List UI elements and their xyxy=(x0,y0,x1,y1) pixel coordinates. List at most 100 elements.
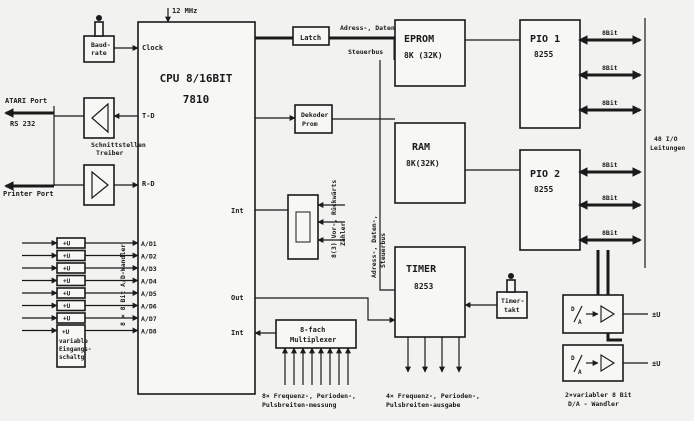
cpu-box xyxy=(137,21,256,395)
da2-label-d: D xyxy=(571,355,575,362)
da1-label-a: A xyxy=(578,319,582,326)
ram-size: 8K(32K) xyxy=(406,159,440,168)
pio1-title: PIO 1 xyxy=(530,34,560,45)
counter-box xyxy=(287,194,319,260)
analog-input-box xyxy=(56,237,86,249)
timer-takt-connector xyxy=(506,279,516,293)
analog-input-label: +U xyxy=(63,253,71,260)
analog-input-label: +U xyxy=(63,303,71,310)
adc-pin-label: A/D6 xyxy=(141,303,157,311)
pio1-model: 8255 xyxy=(534,50,553,59)
driver-rx-box xyxy=(83,164,115,206)
baudrate-box xyxy=(83,35,115,63)
cpu-out-to-timer xyxy=(255,297,396,323)
eprom-size: 8K (32K) xyxy=(404,51,443,60)
variable-input-box xyxy=(56,324,86,368)
cpu-pin-int2: Int xyxy=(231,329,244,337)
cpu-pin-txd: T-D xyxy=(142,112,155,120)
adc-pin-label: A/D3 xyxy=(141,265,157,273)
analog-input-label: +U xyxy=(63,278,71,285)
eprom-box xyxy=(394,19,466,87)
da2-divider xyxy=(573,354,583,373)
baudrate-connector xyxy=(94,21,104,37)
da2-label-a: A xyxy=(578,369,582,376)
da1-output-label: ±U xyxy=(652,311,660,319)
rs232-label: RS 232 xyxy=(10,120,35,128)
adc-label: 8 × 8 Bit A/D-Wandler xyxy=(119,244,127,326)
da2-amp xyxy=(600,354,616,372)
adc-pin-label: A/D2 xyxy=(141,253,157,261)
analog-input-box xyxy=(56,274,86,287)
bit-label: 8Bit xyxy=(602,29,618,37)
baudrate-label: Baud-rate xyxy=(91,41,111,57)
bit-label: 8Bit xyxy=(602,161,618,169)
timer-takt-knob xyxy=(508,273,514,279)
driver-tx-symbol xyxy=(91,102,109,134)
cpu-pin-rxd: R-D xyxy=(142,180,155,188)
driver-rx-symbol xyxy=(91,170,109,200)
pio2-model: 8255 xyxy=(534,185,553,194)
cpu-model: 7810 xyxy=(183,93,210,106)
ram-box xyxy=(394,122,466,204)
analog-input-box xyxy=(56,312,86,324)
timer-model: 8253 xyxy=(414,282,433,291)
da2-output-label: ±U xyxy=(652,360,660,368)
adc-pin-label: A/D1 xyxy=(141,240,157,248)
address-bus-mid-line xyxy=(379,60,395,291)
pio2-to-da2-bus xyxy=(606,250,622,342)
timer-outputs xyxy=(405,337,462,373)
decoder-box xyxy=(294,104,333,134)
atari-port-label: ATARI Port xyxy=(5,97,47,105)
timer-box xyxy=(394,246,466,338)
driver-tx-box xyxy=(83,97,115,139)
timer-takt-box xyxy=(496,291,528,319)
analog-input-label: +U xyxy=(63,291,71,298)
bit-label: 8Bit xyxy=(602,64,618,72)
latch-box xyxy=(292,26,330,46)
cpu-pin-int1: Int xyxy=(231,207,244,215)
analog-input-box xyxy=(56,287,86,299)
mux-caption: 8× Frequenz-, Perioden-,Pulsbreiten-mess… xyxy=(262,392,356,409)
timer-takt-label: Timer-takt xyxy=(501,297,524,314)
adc-pin-label: A/D4 xyxy=(141,278,157,286)
printer-port-label: Printer Port xyxy=(3,190,54,198)
da1-label-d: D xyxy=(571,306,575,313)
adc-pin-label: A/D5 xyxy=(141,290,157,298)
analog-input-label: +U xyxy=(63,266,71,273)
timer-caption: 4× Frequenz-, Perioden-,Pulsbreiten-ausg… xyxy=(386,392,480,409)
baudrate-knob xyxy=(96,15,102,21)
da1-divider xyxy=(573,305,583,323)
cpu-pin-clock: Clock xyxy=(142,44,164,52)
mux-box xyxy=(275,319,357,349)
counter-symbol xyxy=(295,211,311,243)
address-bus-mid-label: Adress-, Daten-,Steuerbus xyxy=(370,215,387,278)
da1-amp xyxy=(600,305,616,323)
bit-label: 8Bit xyxy=(602,194,618,202)
eprom-title: EPROM xyxy=(404,34,434,45)
analog-input-box xyxy=(56,262,86,274)
counter-label: 8(3) Vor-, RückwärtsZähler xyxy=(330,180,347,258)
analog-input-label: +U xyxy=(63,241,71,248)
adc-pin-label: A/D8 xyxy=(141,328,157,336)
adc-pin-label: A/D7 xyxy=(141,315,157,323)
ram-title: RAM xyxy=(412,142,430,153)
analog-input-label: +U xyxy=(63,316,71,323)
analog-input-box xyxy=(56,299,86,312)
timer-title: TIMER xyxy=(406,264,437,275)
address-bus-top-label: Adress-, Daten-,Steuerbus xyxy=(340,24,403,56)
adc-inputs: +U +U +U +U +U +U +U xyxy=(22,237,139,334)
pio2-box xyxy=(519,149,581,251)
latch-label: Latch xyxy=(300,34,321,42)
cpu-clock-label: 12 MHz xyxy=(172,7,197,15)
cpu-pin-out: Out xyxy=(231,294,244,302)
adc-pin-labels: A/D1A/D2A/D3A/D4A/D5A/D6A/D7A/D8 xyxy=(141,240,157,336)
